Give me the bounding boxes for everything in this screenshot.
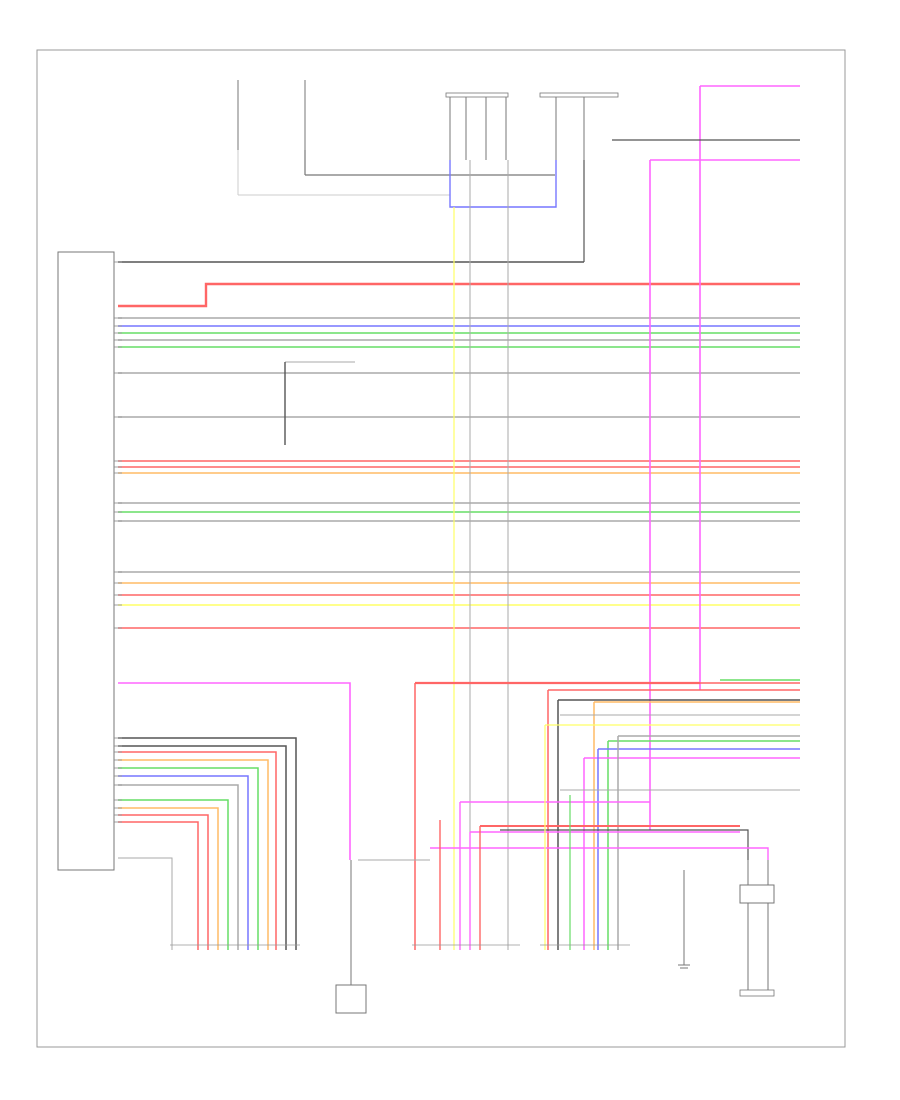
wire-orange-36	[118, 759, 269, 950]
wire-red-42	[118, 814, 209, 950]
wire-blue-38	[118, 775, 249, 950]
wire-red-35	[118, 751, 277, 950]
left-module-box	[57, 251, 115, 871]
top-right-connector	[539, 92, 619, 160]
wire-black-65	[500, 829, 749, 860]
wire-group	[114, 85, 800, 950]
diagram-frame	[36, 49, 846, 1048]
bottom-center-small-component	[335, 860, 367, 1014]
wire-green-40	[118, 799, 229, 950]
top-center-connector	[445, 92, 509, 160]
wire-pink-66	[430, 847, 769, 860]
wire-pink-32	[118, 682, 351, 860]
wire-green-37	[118, 767, 259, 950]
wire-orange-41	[118, 807, 219, 950]
wire-black-33	[118, 737, 297, 950]
wire-gray-39	[118, 784, 239, 950]
wire-red-19	[118, 282, 800, 308]
top-left-connector	[237, 80, 555, 196]
bottom-right-ground-component	[678, 870, 690, 969]
wire-red-43	[118, 821, 199, 950]
wire-gray-44	[118, 857, 173, 950]
bottom-right-relay	[739, 860, 775, 997]
wire-blue-26	[449, 160, 557, 208]
wire-black-34	[118, 745, 287, 950]
